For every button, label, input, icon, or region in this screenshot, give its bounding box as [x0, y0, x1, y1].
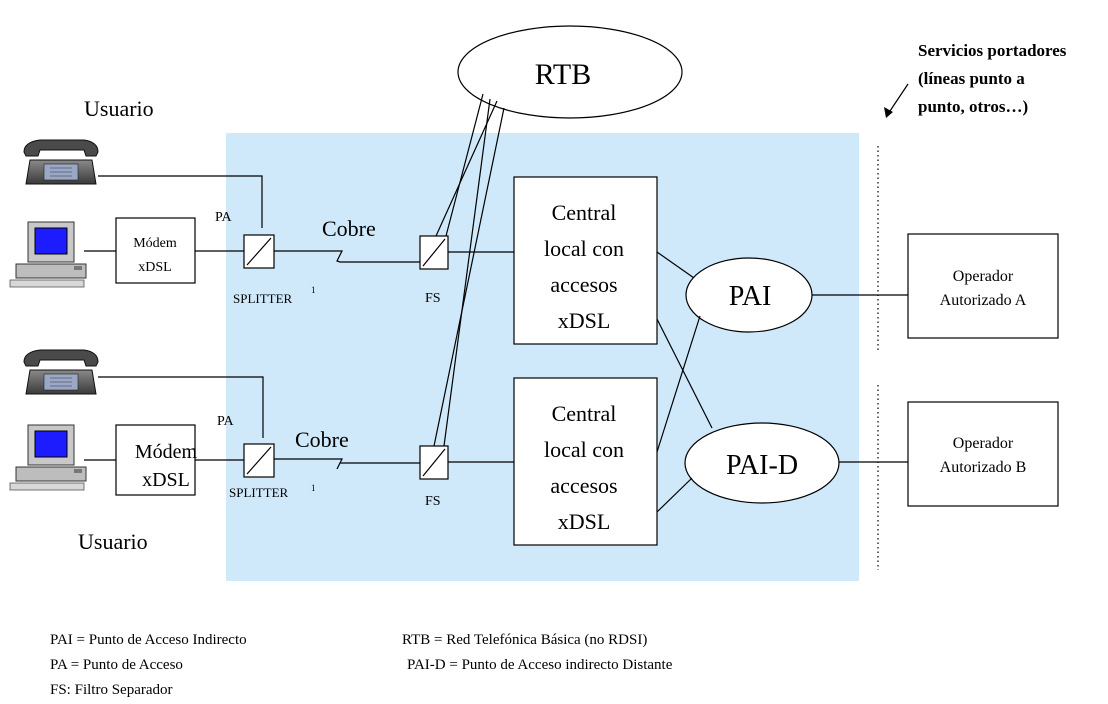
central-top-to-pai — [656, 251, 695, 279]
splitter-top-slash — [246, 237, 272, 266]
splitter-label-top: SPLITTER — [233, 291, 293, 306]
pa-label-top: PA — [215, 210, 233, 225]
operator-b-line1: Operador — [953, 435, 1014, 452]
paid-label: PAI-D — [726, 450, 798, 481]
cobre-label-top: Cobre — [322, 216, 376, 241]
telephone-icon — [23, 349, 99, 395]
operator-b-line2: Autorizado B — [940, 459, 1027, 476]
central-office-bottom — [513, 377, 658, 546]
bearer-services-line2: (líneas punto a — [918, 69, 1025, 88]
modem-label-top-2: xDSL — [138, 260, 171, 275]
central-bottom-line3: accesos — [550, 473, 617, 498]
pai-label: PAI — [729, 281, 772, 312]
central-top-line1: Central — [552, 200, 617, 225]
legend-fs: FS: Filtro Separador — [50, 682, 173, 698]
operator-a-line1: Operador — [953, 268, 1014, 285]
bearer-services-line1: Servicios portadores — [918, 41, 1067, 60]
cobre-label-bottom: Cobre — [295, 427, 349, 452]
operator-a-line2: Autorizado A — [940, 292, 1027, 309]
rtb-ellipse — [457, 25, 683, 119]
central-bottom-to-pai — [656, 315, 701, 453]
modem-label-top-1: Módem — [133, 236, 177, 251]
central-top-to-paid — [656, 318, 713, 429]
central-bottom-to-paid — [656, 477, 693, 513]
legend-pa: PA = Punto de Acceso — [50, 657, 183, 673]
fs-top-slash — [422, 238, 446, 267]
operator-b-box — [907, 401, 1059, 507]
telephone-icon — [23, 139, 99, 185]
splitter-label-bottom: SPLITTER — [229, 485, 289, 500]
fs-bottom-slash — [422, 448, 446, 477]
legend-paid: PAI-D = Punto de Acceso indirecto Distan… — [407, 657, 673, 673]
central-office-top — [513, 176, 658, 345]
computer-icon — [9, 221, 87, 288]
rtb-to-fs-bottom-line-2 — [443, 98, 491, 447]
copper-line-top — [274, 250, 420, 263]
phone-line-bottom — [98, 376, 264, 438]
bearer-services-arrowhead — [884, 107, 893, 118]
central-top-line2: local con — [544, 236, 624, 261]
legend-rtb: RTB = Red Telefónica Básica (no RDSI) — [402, 632, 648, 648]
splitter-note-bottom: 1 — [311, 483, 316, 493]
rtb-to-fs-top-line-2 — [445, 93, 484, 237]
fs-label-bottom: FS — [425, 494, 441, 509]
pa-label-bottom: PA — [217, 414, 235, 429]
operator-a-box — [907, 233, 1059, 339]
central-bottom-line1: Central — [552, 401, 617, 426]
fs-label-top: FS — [425, 291, 441, 306]
splitter-note-top: 1 — [311, 285, 316, 295]
central-top-line3: accesos — [550, 272, 617, 297]
central-bottom-line4: xDSL — [558, 509, 611, 534]
rtb-to-fs-bottom-line — [433, 107, 505, 447]
modem-label-bottom-1: Módem — [135, 441, 198, 463]
splitter-bottom-slash — [246, 446, 272, 475]
central-top-line4: xDSL — [558, 308, 611, 333]
modem-label-bottom-2: xDSL — [142, 469, 190, 491]
phone-line-top — [98, 175, 263, 228]
computer-icon — [9, 424, 87, 491]
modem-box-top — [115, 217, 196, 284]
paid-ellipse — [684, 422, 840, 504]
user-label-top: Usuario — [84, 96, 154, 121]
copper-line-bottom — [274, 458, 420, 470]
legend-pai: PAI = Punto de Acceso Indirecto — [50, 632, 247, 648]
bearer-services-line3: punto, otros…) — [918, 97, 1028, 116]
rtb-label: RTB — [535, 58, 592, 91]
user-label-bottom: Usuario — [78, 529, 148, 554]
bearer-services-arrow — [887, 83, 909, 115]
central-bottom-line2: local con — [544, 437, 624, 462]
